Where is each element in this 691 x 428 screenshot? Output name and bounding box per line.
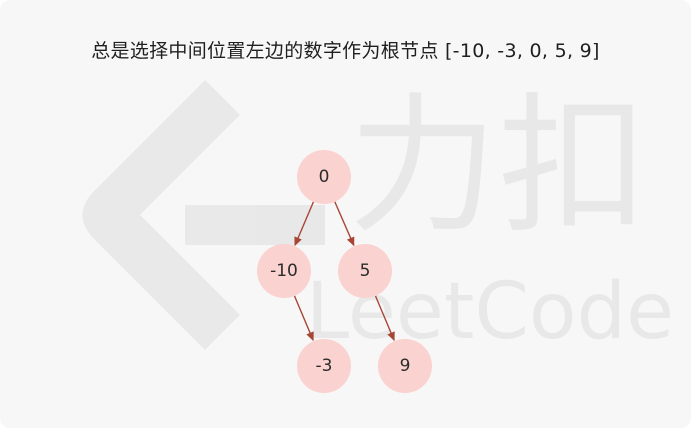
tree-node: -3 [297,339,351,393]
tree-edge-nm10-nm3 [293,295,314,342]
tree-node-label: 5 [360,261,371,281]
tree-edge-n0-nm10 [294,201,315,247]
tree-edge-n0-n5 [334,201,355,247]
tree-node: 9 [378,339,432,393]
tree-node-circle [297,339,351,393]
watermark-cn: 力扣 [348,80,648,254]
leetcode-logo-icon [82,80,325,350]
tree-node-circle [257,244,311,298]
tree-node: 5 [338,244,392,298]
diagram-title: 总是选择中间位置左边的数字作为根节点 [-10, -3, 0, 5, 9] [91,40,600,62]
tree-edge-n5-n9 [374,295,395,342]
tree-node: 0 [297,150,351,204]
tree-node-label: 0 [319,167,330,187]
tree-node-circle [378,339,432,393]
tree-node-label: 9 [400,356,411,376]
tree-node-label: -3 [316,356,333,376]
tree-node-circle [297,150,351,204]
tree-edges [293,201,395,342]
tree-nodes: 0 -10 5 -3 9 [257,150,432,393]
tree-node-label: -10 [270,261,298,281]
tree-node: -10 [257,244,311,298]
tree-node-circle [338,244,392,298]
